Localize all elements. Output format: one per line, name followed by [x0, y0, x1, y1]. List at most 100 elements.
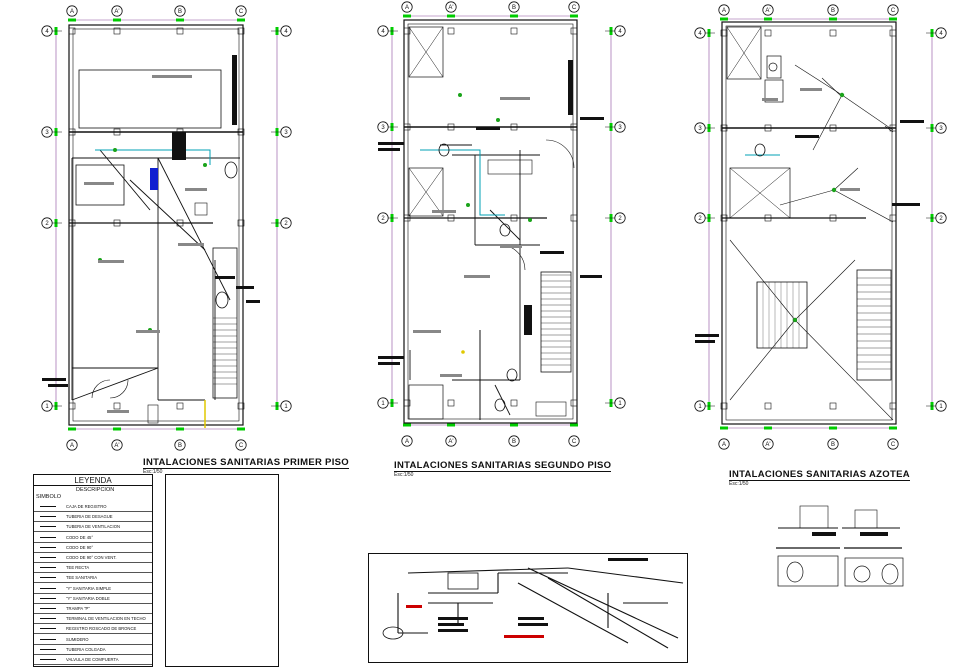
p1-drain-point-1	[113, 148, 117, 152]
plan-2-row-left-0-label: 4	[381, 29, 385, 35]
legend-row-divider	[34, 562, 152, 563]
p1-note-bar-0	[152, 75, 192, 78]
p1-drain-point-0	[203, 163, 207, 167]
plan-2-column-0-3	[403, 399, 411, 407]
plan-3-row-left-1-label: 3	[698, 126, 702, 132]
plan-1-column-3-0	[237, 27, 245, 35]
plan-scale-roof: Esc:1/50	[729, 481, 749, 487]
p3-shaft-1	[726, 26, 762, 80]
p3-label-bar-3	[900, 120, 924, 123]
p2-door-arc-2	[499, 244, 526, 271]
p1-toilet-2	[215, 291, 229, 309]
p2-drain-point-3	[466, 203, 470, 207]
plan-3-row-left-2-label: 2	[698, 216, 702, 222]
legend-row-divider	[34, 623, 152, 625]
plan-3-col-bot-0-bubble	[718, 438, 730, 450]
plan-2-column-2-1	[510, 123, 518, 131]
iso-label-bar-2	[438, 629, 468, 632]
legend-row-label: TUBERIA DE VENTILACION	[66, 524, 120, 530]
legend-row-symbol	[40, 597, 56, 599]
details-layer	[42, 75, 924, 649]
p2-note-bar-3	[440, 374, 462, 377]
p1-label-bar-3	[236, 286, 254, 289]
fixtures-layer	[98, 62, 845, 412]
iso-pipe-1	[567, 567, 684, 584]
plan-3-column-3-0	[889, 29, 897, 37]
p2-door-arc-1	[545, 139, 575, 169]
plan-1-column-2-0	[176, 27, 184, 35]
plan-1-column-2-2	[176, 219, 184, 227]
legend-row-symbol	[40, 516, 56, 518]
plan-1-column-3-3	[237, 402, 245, 410]
legend-row-divider	[34, 613, 152, 614]
plan-2-row-right-0-label: 4	[618, 29, 622, 35]
p1-vent-pipe	[95, 149, 211, 165]
p2-note-bar-2	[413, 330, 441, 333]
plan-2-col-bot-0-label: A	[405, 439, 409, 445]
legend-row-symbol	[40, 546, 56, 548]
legend-row-divider	[34, 582, 152, 584]
plan-3-column-3-2	[889, 214, 897, 222]
p1-label-bar-4	[246, 300, 260, 303]
p1-note-bar-4	[185, 188, 207, 191]
p3-label-bar-0	[695, 334, 719, 337]
plan-2-col-bot-3-label: C	[572, 439, 577, 445]
plan-2-column-3-2	[570, 214, 578, 222]
p2-shaft-1	[408, 26, 444, 78]
legend-row-label: TEE RECTA	[66, 565, 90, 571]
legend-row-symbol	[40, 536, 56, 538]
p3-shaft-2	[729, 167, 791, 219]
p3-slope-line-4	[794, 64, 843, 96]
p2-label-bar-6	[540, 251, 564, 254]
p2-toilet-3	[494, 398, 506, 412]
p2-note-bar-4	[432, 210, 456, 213]
p3-slope-line-10	[821, 77, 841, 96]
p3-shaft-2-x	[729, 167, 791, 219]
roof-detail-toilet-1	[786, 561, 804, 583]
plan-3-col-mark-bot-1	[764, 426, 772, 430]
legend-row-label: SUMIDERO	[66, 636, 89, 642]
legend-row-divider	[34, 592, 152, 594]
plan-2-col-mark-bot-0	[403, 423, 411, 427]
p3-tank-circle	[768, 62, 778, 72]
plan-1-col-top-2-bubble	[174, 5, 186, 17]
plan-2-col-bot-1-bubble	[445, 435, 457, 447]
plan-scale-first-floor: Esc:1/50	[143, 469, 163, 475]
plan-1-col-bot-1-bubble	[111, 439, 123, 451]
p1-window-east	[232, 55, 237, 125]
p1-sink	[194, 202, 208, 216]
p1-room-service	[75, 164, 125, 206]
p3-stair-block	[856, 269, 892, 381]
plan-1-row-left-3-label: 1	[45, 404, 49, 410]
plan-3-column-0-3	[720, 402, 728, 410]
p2-stair-block	[540, 271, 572, 373]
legend-row-divider	[34, 633, 152, 635]
plan-1-col-top-3-bubble	[235, 5, 247, 17]
legend-row-label: TUBERIA COLGADA	[66, 646, 106, 652]
legend-row-symbol	[40, 557, 56, 558]
legend-row-divider	[34, 572, 152, 574]
legend-row-symbol	[40, 638, 56, 640]
plan-2-col-bot-2-label: B	[512, 439, 516, 445]
p1-label-bar-2	[215, 276, 235, 279]
p2-window-east	[568, 60, 573, 115]
plan-scale-second-floor: Esc:1/50	[394, 472, 414, 478]
plan-3-column-1-3	[764, 402, 772, 410]
plan-2-col-mark-top-0	[403, 14, 411, 18]
plan-2-column-0-2	[403, 214, 411, 222]
plan-title-second-floor: INTALACIONES SANITARIAS SEGUNDO PISO	[394, 460, 612, 472]
p2-note-bar-1	[464, 275, 490, 278]
plan-1-col-mark-bot-0	[68, 427, 76, 431]
p3-slope-line-5	[841, 94, 894, 131]
plan-2-inner-wall	[407, 23, 574, 420]
iso-drain-box	[382, 626, 404, 640]
plan-1-col-top-0-label: A	[70, 9, 74, 15]
plan-2-column-3-3	[570, 399, 578, 407]
legend-row-label: TEE SANITARIA	[66, 575, 98, 581]
plan-3-col-bot-0-label: A	[722, 442, 726, 448]
plan-title-first-floor: INTALACIONES SANITARIAS PRIMER PISO	[143, 457, 349, 469]
p2-shaft-3	[408, 384, 444, 420]
plan-3-col-top-0-label: A	[722, 8, 726, 14]
p2-drain-point-0	[458, 93, 462, 97]
plan-2-row-left-3-label: 1	[381, 401, 385, 407]
